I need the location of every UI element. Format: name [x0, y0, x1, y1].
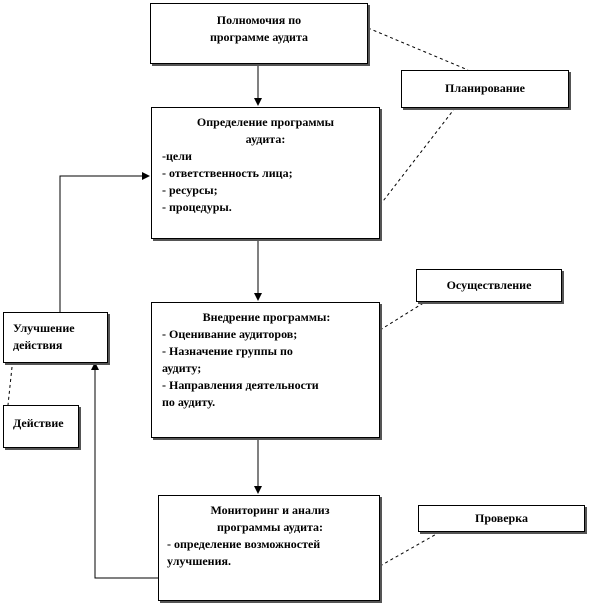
dashed-authority-planning [367, 27, 469, 71]
monitoring-line: улучшения. [167, 554, 231, 568]
implementation-label: Осуществление [446, 278, 532, 292]
dashed-definition-planning [379, 107, 456, 206]
monitoring-title-2: программы аудита: [216, 520, 324, 534]
definition-title-2: аудита: [245, 132, 286, 146]
definition-item: - процедуры. [162, 200, 232, 214]
implementation-line: - Оценивание аудиторов; [162, 327, 298, 341]
check-label: Проверка [475, 511, 528, 525]
dashed-implementation-label [379, 301, 426, 331]
implementation-label-box: Осуществление [416, 269, 562, 302]
monitoring-title-1: Мониторинг и анализ [210, 503, 330, 517]
definition-box: Определение программы аудита: -цели - от… [151, 107, 380, 239]
monitoring-line: - определение возможностей [167, 537, 321, 551]
action-box: Действие [3, 405, 79, 448]
monitoring-box: Мониторинг и анализ программы аудита: - … [158, 495, 380, 601]
implementation-line: - Направления деятельности [162, 378, 319, 392]
authority-box: Полномочия по программе аудита [150, 3, 368, 64]
implementation-line: аудиту; [162, 361, 202, 375]
definition-title-1: Определение программы [196, 115, 335, 129]
arrow-improvement-to-definition [59, 172, 150, 312]
improvement-box: Улучшение действия [3, 312, 108, 363]
implementation-line: по аудиту. [162, 395, 216, 409]
implementation-box: Внедрение программы: - Оценивание аудито… [151, 302, 380, 438]
authority-line-1: Полномочия по [216, 13, 302, 27]
action-label: Действие [13, 416, 64, 430]
definition-item: - ресурсы; [162, 183, 218, 197]
definition-item: - ответственность лица; [162, 166, 293, 180]
implementation-title: Внедрение программы: [202, 310, 331, 324]
definition-item: -цели [162, 149, 192, 163]
check-box: Проверка [418, 505, 585, 532]
authority-line-2: программе аудита [209, 30, 309, 44]
dashed-improvement-action [7, 366, 13, 406]
planning-box: Планирование [401, 70, 569, 108]
improvement-line-2: действия [13, 338, 63, 352]
improvement-line-1: Улучшение [13, 321, 75, 335]
planning-label: Планирование [445, 81, 525, 95]
implementation-line: - Назначение группы по [162, 344, 293, 358]
arrow-monitoring-to-improvement [91, 362, 158, 579]
dashed-monitoring-check [379, 531, 441, 567]
